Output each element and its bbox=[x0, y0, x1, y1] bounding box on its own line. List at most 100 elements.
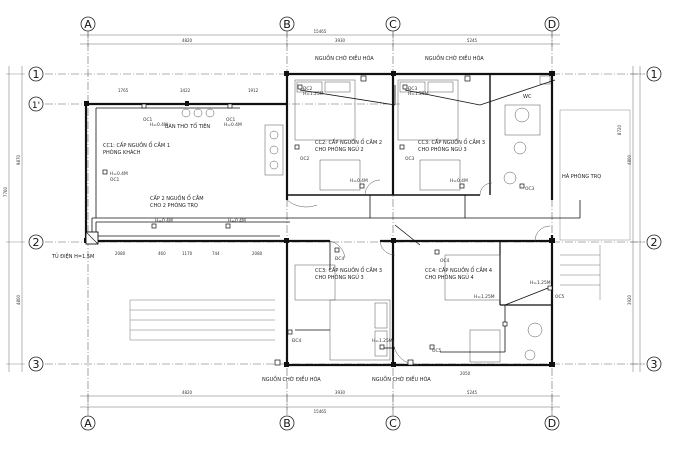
tag-oc1: OC1 bbox=[110, 177, 120, 183]
outlet-icon bbox=[334, 247, 340, 253]
outlet-icon bbox=[225, 223, 231, 229]
outlet-icon bbox=[429, 344, 435, 350]
room-label-wc: WC bbox=[523, 94, 532, 100]
circuit-5-sub: CHO PHÒNG NGỦ 3 bbox=[315, 273, 364, 281]
outlet-icon bbox=[359, 183, 365, 189]
axis-bubble-1-right bbox=[646, 66, 662, 82]
outlet-icon bbox=[227, 103, 233, 109]
dim-left-seg-1: 9870 bbox=[16, 154, 21, 165]
axis-label-3-right: 3 bbox=[651, 358, 658, 371]
ac-label-top-2: NGUỒN CHỜ ĐIỀU HÒA bbox=[425, 53, 484, 62]
dim-top-seg-1: 4820 bbox=[182, 38, 193, 43]
dim-right-seg-2: 3920 bbox=[627, 294, 632, 305]
interior-dimensions: 1765 3422 1912 2080 460 1170 744 2080 20… bbox=[115, 88, 471, 376]
walls bbox=[84, 72, 555, 367]
outlet-icon bbox=[141, 103, 147, 109]
tag-h125: H=1.25M bbox=[530, 280, 551, 286]
panel-label: TỦ ĐIỆN H=1.5M bbox=[51, 252, 94, 260]
outlet-icon bbox=[459, 183, 465, 189]
outlet-icon bbox=[519, 183, 525, 189]
tag-oc1: OC1 bbox=[226, 117, 236, 123]
tag-dc2: ĐC2 bbox=[303, 86, 312, 92]
outlet-icon bbox=[102, 169, 108, 175]
axis-bubble-3-right bbox=[646, 356, 662, 372]
circuit-2-sub: CHO PHÒNG NGỦ 2 bbox=[315, 145, 364, 153]
axis-label-d-bottom: D bbox=[548, 417, 556, 430]
tag-oc5: OC5 bbox=[555, 294, 565, 300]
axis-bubble-a-top bbox=[80, 16, 96, 32]
dim-top-seg-2: 3930 bbox=[335, 38, 346, 43]
tag-oc1: OC1 bbox=[143, 117, 153, 123]
circuit-6-sub: CHO PHÒNG NGỦ 4 bbox=[425, 273, 474, 281]
circuit-rental-sub: CHO 2 PHÒNG TRỌ bbox=[150, 202, 198, 209]
dim-bottom-seg-1: 4820 bbox=[182, 390, 193, 395]
dim-bottom-total: 15465 bbox=[314, 409, 327, 414]
axis-bubble-2-right bbox=[646, 234, 662, 250]
circuit-1-title: CC1: CẤP NGUỒN Ổ CẮM 1 bbox=[103, 140, 170, 149]
axis-label-c-top: C bbox=[389, 18, 397, 31]
axis-label-d-top: D bbox=[548, 18, 556, 31]
dim-int: 2050 bbox=[460, 371, 471, 376]
dim-int: 1170 bbox=[182, 251, 193, 256]
tag-h125: H=1.25M bbox=[372, 338, 393, 344]
axis-bubble-3-left bbox=[28, 356, 44, 372]
wardrobe-bedroom-2 bbox=[319, 159, 361, 191]
circuit-6-title: CC4: CẤP NGUỒN Ổ CẮM 4 bbox=[425, 265, 492, 274]
dim-top-total: 15465 bbox=[314, 29, 327, 34]
axis-bubble-1p-left bbox=[28, 96, 44, 112]
wardrobe-bedroom-3-top bbox=[419, 159, 461, 191]
ac-label-bottom-1: NGUỒN CHỜ ĐIỀU HÒA bbox=[262, 374, 321, 383]
outlet-tags: OC1 H=0.4M OC1 H=0.4M H=0.4M OC1 H=0.4M … bbox=[110, 86, 565, 354]
dim-int: 1765 bbox=[118, 88, 129, 93]
ac-outlet-icon bbox=[464, 75, 471, 82]
outlet-icon bbox=[502, 321, 508, 327]
tag-oc4: OC4 bbox=[440, 258, 450, 264]
outlet-icon bbox=[287, 329, 293, 335]
tag-h04: H=0.4M bbox=[450, 178, 468, 184]
tag-oc3: OC3 bbox=[405, 156, 415, 162]
axis-label-a-top: A bbox=[84, 18, 92, 31]
dim-int: 1912 bbox=[248, 88, 259, 93]
dim-int: 460 bbox=[158, 251, 166, 256]
tag-oc3: OC3 bbox=[525, 186, 535, 192]
axis-bubble-b-bottom bbox=[279, 415, 295, 431]
tag-h04: H=0.4M bbox=[110, 171, 128, 177]
tag-h125: H=1.25M bbox=[303, 91, 324, 97]
ac-outlet-icon bbox=[360, 75, 367, 82]
axis-bubble-d-top bbox=[544, 16, 560, 32]
ac-label-top-1: NGUỒN CHỜ ĐIỀU HÒA bbox=[315, 53, 374, 62]
tag-h125: H=1.25M bbox=[474, 294, 495, 300]
outlet-symbols bbox=[102, 75, 553, 366]
dim-int: 2080 bbox=[252, 251, 263, 256]
axis-bubble-b-top bbox=[279, 16, 295, 32]
outlet-icon bbox=[402, 84, 408, 90]
tag-oc2: OC2 bbox=[300, 156, 310, 162]
dimension-text: 15465 4820 3930 5245 4820 3930 5245 1546… bbox=[3, 29, 632, 414]
axis-label-2-right: 2 bbox=[651, 236, 658, 249]
axis-label-2-left: 2 bbox=[33, 236, 40, 249]
dim-bottom-seg-3: 5245 bbox=[467, 390, 478, 395]
axis-labels: A B C D A B C D 1 1' 2 3 1 2 3 bbox=[32, 18, 658, 430]
tag-h04: H=0.4M bbox=[228, 218, 246, 224]
labels: BÀN THỜ TỔ TIÊN CC1: CẤP NGUỒN Ổ CẮM 1 P… bbox=[51, 53, 601, 383]
dim-left-seg-2: 4800 bbox=[16, 294, 21, 305]
circuit-5-title: CC3: CẤP NGUỒN Ổ CẮM 3 bbox=[315, 265, 382, 274]
axis-bubble-2-left bbox=[28, 234, 44, 250]
room-label-rental: HÀ PHÒNG TRỌ bbox=[562, 173, 601, 180]
axis-label-b-top: B bbox=[283, 18, 291, 31]
axis-label-1p-left: 1' bbox=[32, 101, 40, 111]
axis-bubble-1-left bbox=[28, 66, 44, 82]
wiring bbox=[91, 79, 581, 353]
axis-bubble-c-top bbox=[385, 16, 401, 32]
outlet-icon bbox=[434, 249, 440, 255]
tag-h04: H=0.4M bbox=[350, 178, 368, 184]
axis-label-b-bottom: B bbox=[283, 417, 291, 430]
axis-bubble-d-bottom bbox=[544, 415, 560, 431]
furniture bbox=[129, 75, 631, 366]
dim-left-total: 7760 bbox=[3, 186, 8, 197]
ac-outlet-icon bbox=[274, 359, 281, 366]
tag-dc4: ĐC4 bbox=[335, 256, 344, 262]
dimension-lines bbox=[6, 32, 643, 410]
axis-label-1-right: 1 bbox=[651, 68, 658, 81]
